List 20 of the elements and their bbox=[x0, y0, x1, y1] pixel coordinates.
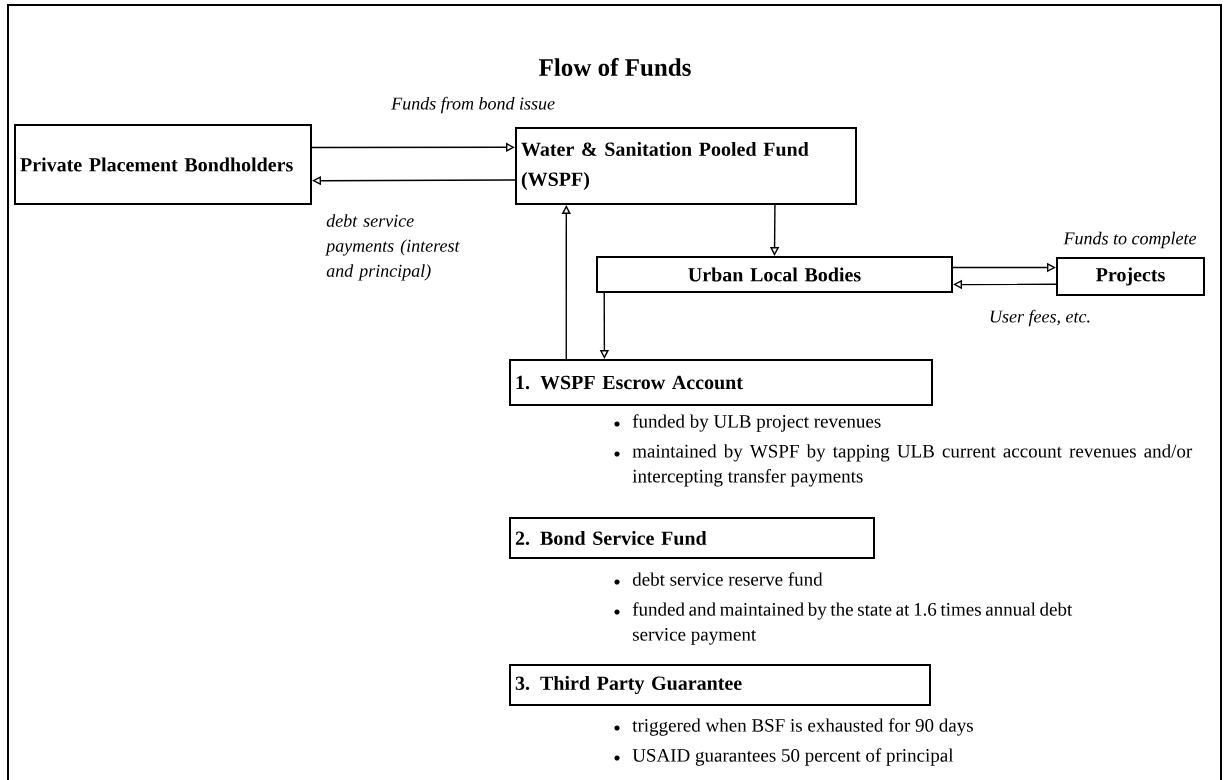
box: 3. Third Party Guarantee bbox=[509, 664, 931, 706]
title: Flow of Funds bbox=[539, 58, 691, 76]
edge-label: User fees, etc. bbox=[990, 309, 1090, 327]
box: Private Placement Bondholders bbox=[14, 124, 312, 205]
arrow bbox=[311, 142, 515, 152]
arrow bbox=[561, 205, 571, 360]
box: 1. WSPF Escrow Account bbox=[509, 359, 933, 406]
bullet-item: funded by ULB project revenues bbox=[614, 414, 881, 432]
bullet-item: funded and maintained by the state at 1.6 times annual debt service payment bbox=[614, 602, 1073, 645]
edge-label: Funds to complete bbox=[1063, 231, 1197, 249]
box: 2. Bond Service Fund bbox=[509, 517, 875, 559]
box: Water & Sanitation Pooled Fund (WSPF) bbox=[515, 127, 857, 205]
bullet-item: maintained by WSPF by tapping ULB current account revenues and/or intercepting transfer payments bbox=[614, 444, 1193, 487]
box: Urban Local Bodies bbox=[596, 256, 953, 293]
edge-label: debt service payments (interest and principal) bbox=[325, 214, 460, 281]
edge-label: Funds from bond issue bbox=[391, 96, 555, 114]
bullet-item: USAID guarantees 50 percent of principal bbox=[614, 748, 954, 766]
box: Projects bbox=[1056, 257, 1205, 296]
bullet-item: debt service reserve fund bbox=[614, 572, 823, 586]
bullet-item: triggered when BSF is exhausted for 90 days bbox=[614, 718, 973, 736]
